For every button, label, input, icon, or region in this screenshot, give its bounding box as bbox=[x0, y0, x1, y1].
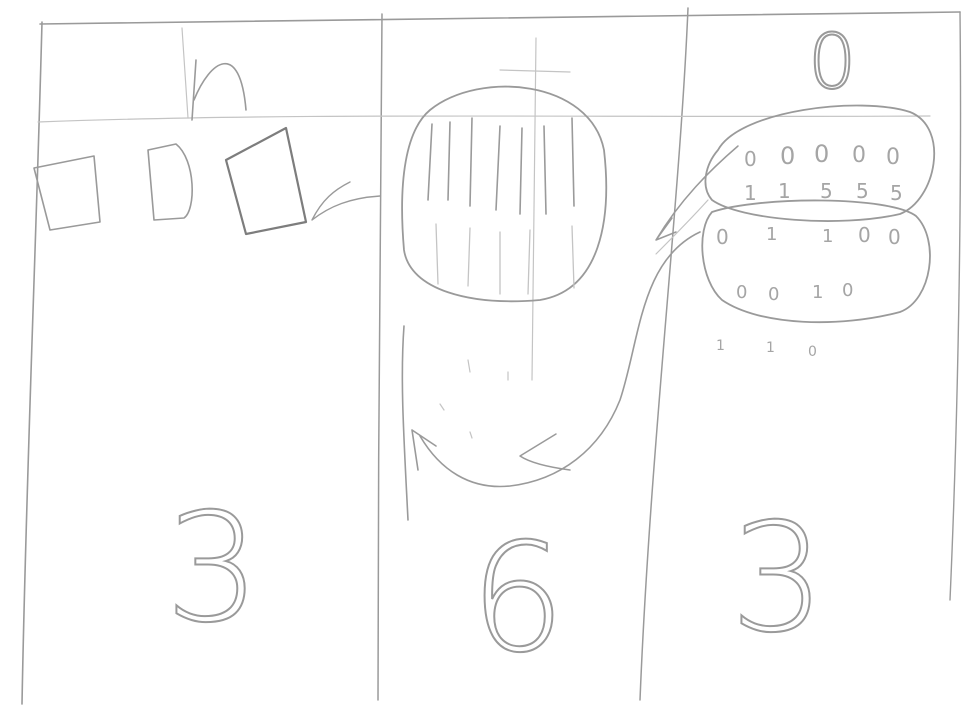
svg-text:0: 0 bbox=[858, 223, 871, 247]
middle-dots bbox=[440, 360, 508, 438]
middle-column: 6 bbox=[402, 38, 700, 686]
box-3 bbox=[226, 128, 306, 234]
svg-text:5: 5 bbox=[820, 179, 833, 203]
right-top-label: 0 bbox=[808, 17, 856, 106]
svg-text:0: 0 bbox=[716, 225, 729, 249]
lower-oval bbox=[702, 200, 930, 322]
svg-text:0: 0 bbox=[744, 147, 757, 171]
svg-text:1: 1 bbox=[812, 282, 823, 303]
box-1 bbox=[34, 156, 100, 230]
box-2 bbox=[148, 144, 192, 220]
svg-text:5: 5 bbox=[890, 181, 903, 205]
svg-text:1: 1 bbox=[822, 226, 833, 247]
return-arrow bbox=[420, 232, 700, 487]
svg-text:0: 0 bbox=[888, 225, 901, 249]
right-column: 0 0 0 0 0 0 1 1 5 5 5 0 1 1 0 0 0 0 1 0 bbox=[656, 17, 934, 666]
svg-text:0: 0 bbox=[842, 280, 853, 301]
lower-oval-digits: 0 1 1 0 0 0 0 1 0 bbox=[716, 223, 901, 305]
right-count: 3 bbox=[730, 492, 825, 666]
svg-text:0: 0 bbox=[814, 140, 829, 168]
left-count: 3 bbox=[165, 482, 260, 656]
stray-digits: 1 1 0 bbox=[716, 338, 817, 360]
svg-text:1: 1 bbox=[716, 338, 725, 354]
svg-text:5: 5 bbox=[856, 179, 869, 203]
upper-oval-digits: 0 0 0 0 0 1 1 5 5 5 bbox=[744, 140, 903, 205]
blob-stripes bbox=[428, 118, 574, 294]
svg-text:0: 0 bbox=[768, 284, 779, 305]
svg-text:1: 1 bbox=[744, 181, 757, 205]
svg-text:0: 0 bbox=[886, 145, 900, 170]
svg-text:0: 0 bbox=[852, 143, 866, 168]
svg-text:1: 1 bbox=[778, 179, 791, 203]
svg-text:0: 0 bbox=[736, 282, 747, 303]
svg-text:1: 1 bbox=[766, 224, 777, 245]
left-arrow bbox=[312, 182, 380, 220]
svg-text:1: 1 bbox=[766, 340, 775, 356]
svg-text:0: 0 bbox=[780, 142, 795, 170]
svg-text:0: 0 bbox=[808, 344, 817, 360]
middle-count: 6 bbox=[470, 512, 565, 686]
striped-blob bbox=[402, 87, 606, 302]
